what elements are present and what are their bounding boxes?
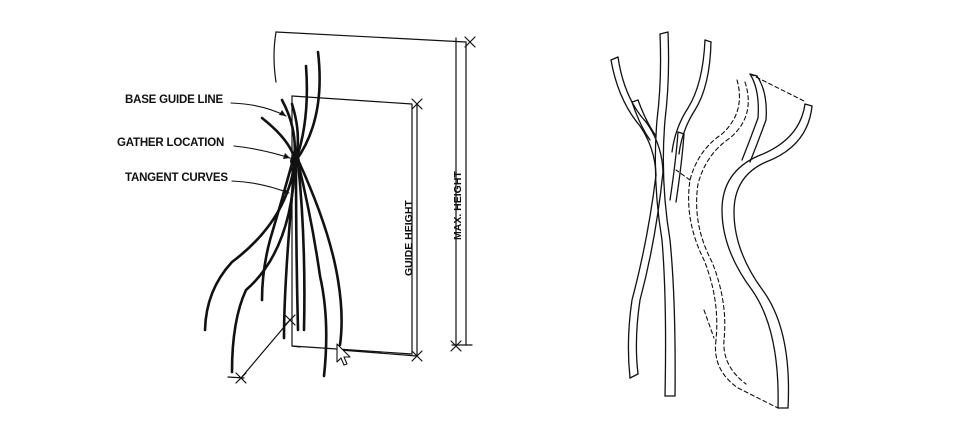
max-height-dimension xyxy=(450,36,476,352)
base-guide-line-label: BASE GUIDE LINE xyxy=(125,94,223,106)
gather-location-marker xyxy=(290,155,300,167)
cursor-arrow-icon xyxy=(336,343,351,366)
callout-leaders xyxy=(230,102,291,194)
guide-height-label: GUIDE HEIGHT xyxy=(403,200,415,276)
upper-right-branch xyxy=(671,39,712,155)
dashed-ghost-profile xyxy=(675,73,807,409)
left-branch xyxy=(610,56,664,379)
tangent-curves-label: TANGENT CURVES xyxy=(125,172,228,184)
swept-leg xyxy=(721,73,813,409)
right-diagram xyxy=(610,31,813,409)
callout-arrowheads xyxy=(279,110,290,194)
depth-dimension xyxy=(227,314,296,384)
max-height-label: MAX. HEIGHT xyxy=(452,171,464,240)
central-post xyxy=(654,31,676,397)
guide-height-dimension xyxy=(339,98,423,362)
tangent-curves-bundle xyxy=(203,50,343,378)
gather-location-label: GATHER LOCATION xyxy=(117,137,224,149)
inner-branches xyxy=(631,99,685,203)
left-diagram: BASE GUIDE LINE GATHER LOCATION TANGENT … xyxy=(117,31,476,384)
